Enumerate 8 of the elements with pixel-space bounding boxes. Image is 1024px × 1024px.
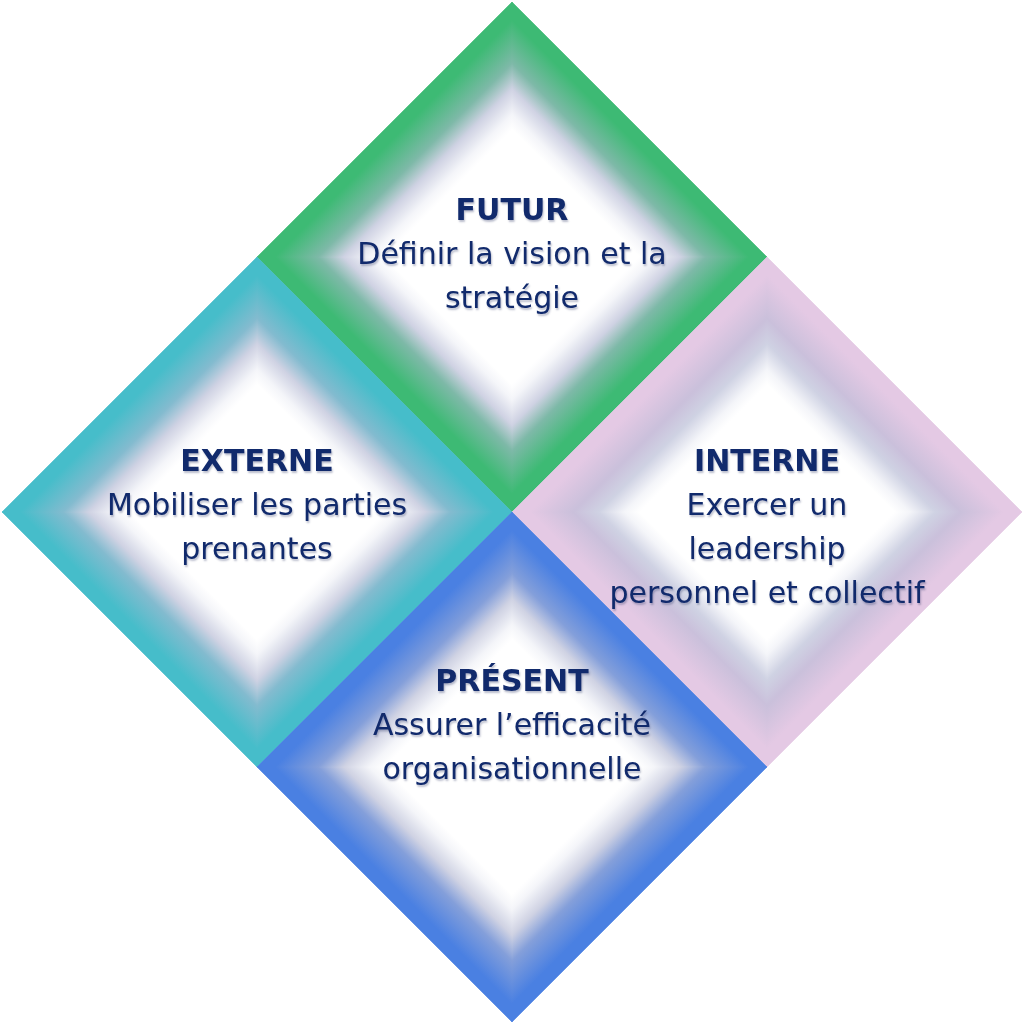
quadrant-title: EXTERNE xyxy=(180,442,334,480)
quadrant-title: INTERNE xyxy=(694,442,840,480)
quadrant-title: FUTUR xyxy=(455,191,569,229)
quadrant-description: Mobiliser les parties prenantes xyxy=(105,486,409,568)
quadrant-description: Exercer un leadership personnel et collectif xyxy=(609,486,925,612)
quadrant-title: PRÉSENT xyxy=(435,662,589,700)
quadrant-description: Définir la vision et la stratégie xyxy=(356,235,668,317)
quadrant-description: Assurer l’efficacité organisationnelle xyxy=(371,706,653,788)
